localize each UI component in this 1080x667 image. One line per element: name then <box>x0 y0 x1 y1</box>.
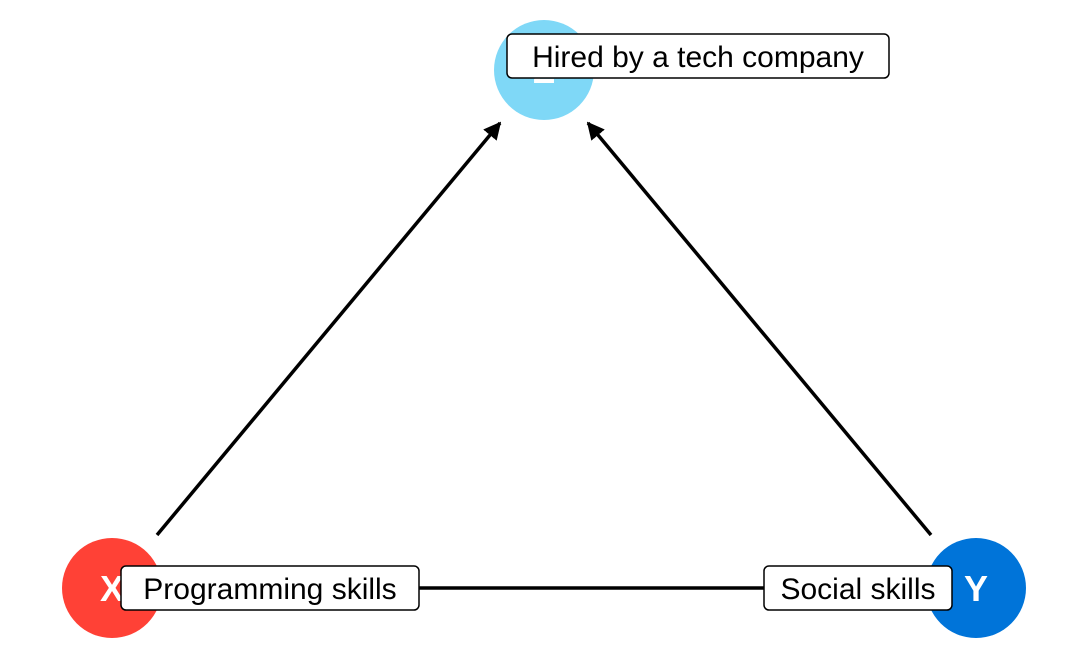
node-y-circle <box>926 538 1026 638</box>
edge-y-to-z <box>586 121 933 537</box>
label-y: Social skills <box>763 565 953 611</box>
node-x-circle <box>62 538 162 638</box>
node-y-letter: Y <box>964 568 988 609</box>
label-y-text: Social skills <box>780 573 935 606</box>
label-z-box <box>506 33 890 79</box>
edge-x-to-z <box>155 121 502 537</box>
node-x: X <box>62 538 162 638</box>
label-x-text: Programming skills <box>143 573 396 606</box>
node-x-letter: X <box>100 568 124 609</box>
label-z: Hired by a tech company <box>506 33 890 79</box>
node-y: Y <box>926 538 1026 638</box>
label-z-text: Hired by a tech company <box>532 41 864 74</box>
label-x: Programming skills <box>120 565 420 611</box>
label-x-box <box>120 565 420 611</box>
label-y-box <box>763 565 953 611</box>
